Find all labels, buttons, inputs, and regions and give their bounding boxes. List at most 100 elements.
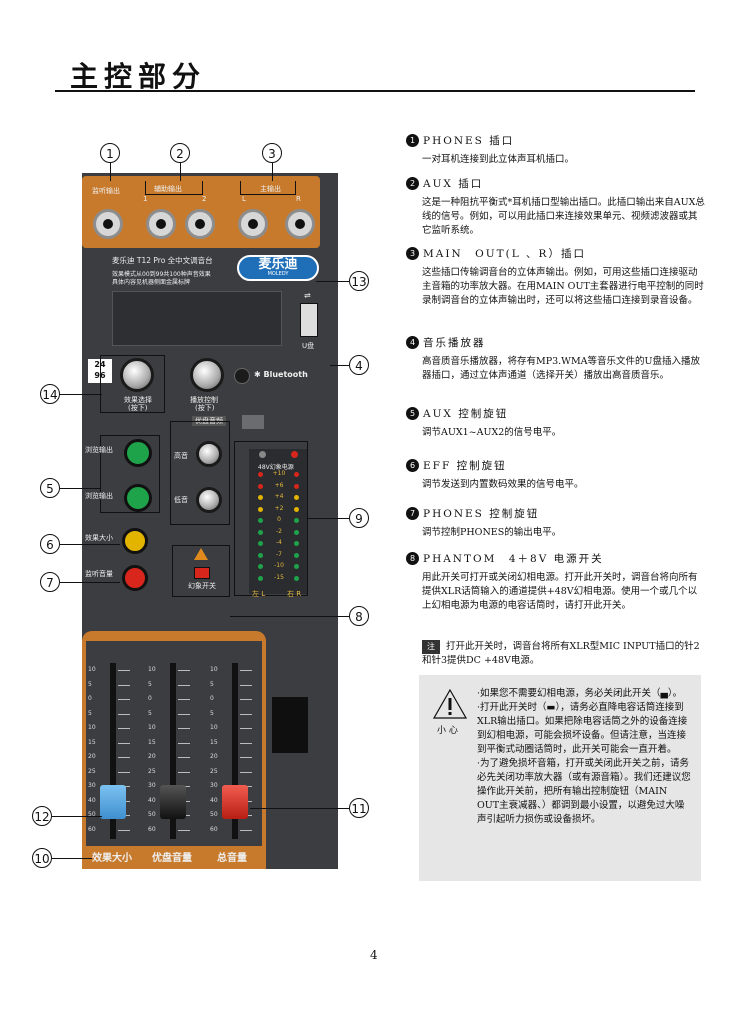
main-l-jack[interactable]: [238, 209, 268, 239]
meter-box: [234, 441, 308, 596]
leader-2: [180, 163, 182, 181]
fader-scale-label: 10: [148, 724, 156, 731]
meter-led-right: [294, 564, 299, 569]
brand-logo: 麦乐迪 MOLEDY: [237, 255, 319, 281]
bass-label: 低音: [174, 496, 188, 504]
section-title: PHONES 控制旋钮: [423, 508, 540, 520]
usb-slot[interactable]: [300, 303, 318, 337]
fader-tick: [240, 728, 252, 729]
fader-scale-label: 0: [210, 695, 214, 702]
fader-tick: [240, 684, 252, 686]
callout-10: 10: [32, 848, 52, 868]
meter-led-right: [294, 541, 299, 546]
fader-tick: [178, 829, 190, 831]
effect-select-press: (按下): [128, 404, 148, 412]
effect-select-knob[interactable]: [120, 358, 154, 392]
fader-tick: [118, 757, 130, 758]
fader-scale-label: 40: [210, 796, 218, 804]
section-title: PHONES 插口: [423, 135, 515, 147]
fader-tick: [118, 771, 130, 773]
fader-tick: [118, 742, 130, 744]
fader-scale-label: 15: [88, 738, 96, 746]
section-title: 音乐播放器: [423, 337, 486, 349]
caution-label: 小 心: [437, 726, 458, 736]
fader-scale-label: 5: [88, 709, 92, 717]
fader-tick: [118, 670, 130, 671]
fader-tick: [178, 699, 190, 700]
fader-scale-label: 25: [210, 767, 218, 775]
leader-1: [110, 163, 112, 181]
meter-value-label: +10: [272, 470, 286, 477]
section-body: 用此开关可打开或关闭幻相电源。打开此开关时，调音台将向所有提供XLR话筒输入的通…: [422, 572, 698, 611]
section-body: 调节发送到内置数码效果的信号电平。: [422, 479, 584, 490]
effect-badge-top: 24: [94, 360, 106, 369]
usb-fader-label: 优盘音量: [152, 853, 192, 864]
meter-led-left: [258, 506, 263, 512]
master-fader-label: 总音量: [217, 853, 247, 864]
fader-tick: [178, 713, 190, 715]
leader-12: [52, 816, 102, 818]
aux-out-label: 辅助输出: [154, 185, 182, 193]
aux-knob-box: [100, 435, 160, 513]
mixer-panel: 监听输出 辅助输出 主输出 1 2 L R 麦乐迪 T12 Pro 全中文调音台…: [82, 173, 338, 869]
leader-9: [308, 518, 349, 520]
callout-6: 6: [40, 534, 60, 554]
main-r-jack[interactable]: [285, 209, 315, 239]
caution-list: ·如果您不需要幻相电源，务必关闭此开关（▄）。·打开此开关时（▬），请务必直降电…: [477, 687, 692, 827]
treble-knob[interactable]: [196, 441, 222, 467]
master-fader[interactable]: [222, 785, 248, 819]
fader-tick: [118, 728, 130, 729]
brand-line: 麦乐迪 T12 Pro 全中文调音台: [112, 256, 213, 265]
effect-fader[interactable]: [100, 785, 126, 819]
aux1-jack[interactable]: [146, 209, 176, 239]
caution-item: ·打开此开关时（▬），请务必直降电容话筒连接到XLR输出插口。如果把除电容话筒之…: [477, 702, 688, 755]
usb-icon: ⇌: [304, 291, 311, 300]
tone-knob-box: [170, 421, 230, 525]
logo-en: MOLEDY: [267, 271, 289, 277]
phones-knob-label: 监听音量: [85, 570, 113, 578]
meter-led-left: [258, 472, 263, 477]
fader-tick: [240, 771, 252, 773]
usb-volume-fader[interactable]: [160, 785, 186, 819]
leader-6: [60, 544, 120, 546]
section-body: 这些插口传输调音台的立体声输出。例如，可用这些插口连接驱动主音箱的功率放大器。在…: [422, 267, 704, 306]
phantom-switch[interactable]: [194, 567, 210, 579]
meter-left-indicator: [259, 451, 266, 458]
fader-scale-label: 50: [88, 811, 96, 818]
meter-led-right: [294, 472, 299, 477]
note-text: 打开此开关时，调音台将所有XLR型MIC INPUT插口的针2和针3提供DC +…: [422, 641, 700, 666]
meter-led-left: [258, 564, 263, 569]
aux2-knob[interactable]: [124, 484, 152, 512]
fader-scale-label: 60: [88, 825, 96, 833]
eff-knob[interactable]: [122, 528, 148, 554]
meter-led-left: [258, 552, 263, 558]
display-window: [112, 291, 282, 346]
play-control-knob[interactable]: [190, 358, 224, 392]
main-bracket: [240, 181, 296, 195]
fader-scale-label: 50: [210, 811, 218, 818]
phones-knob[interactable]: [122, 565, 148, 591]
leader-14: [60, 394, 102, 396]
callout-8: 8: [349, 606, 369, 626]
aux1-knob[interactable]: [124, 439, 152, 467]
title-rule: [55, 90, 695, 92]
section-title: EFF 控制旋钮: [423, 460, 507, 472]
meter-value-label: -4: [276, 539, 282, 546]
meter-led-right: [294, 495, 299, 500]
fader-tick: [118, 699, 130, 700]
phones-jack[interactable]: [93, 209, 123, 239]
fader-scale-label: 0: [88, 695, 92, 702]
meter-value-label: -7: [276, 550, 282, 558]
fader-scale-label: 30: [88, 782, 96, 789]
fader-tick: [178, 728, 190, 729]
meter-led-left: [258, 495, 263, 500]
fader-scale-label: 10: [210, 666, 218, 673]
aux2-jack[interactable]: [185, 209, 215, 239]
bass-knob[interactable]: [196, 487, 222, 513]
